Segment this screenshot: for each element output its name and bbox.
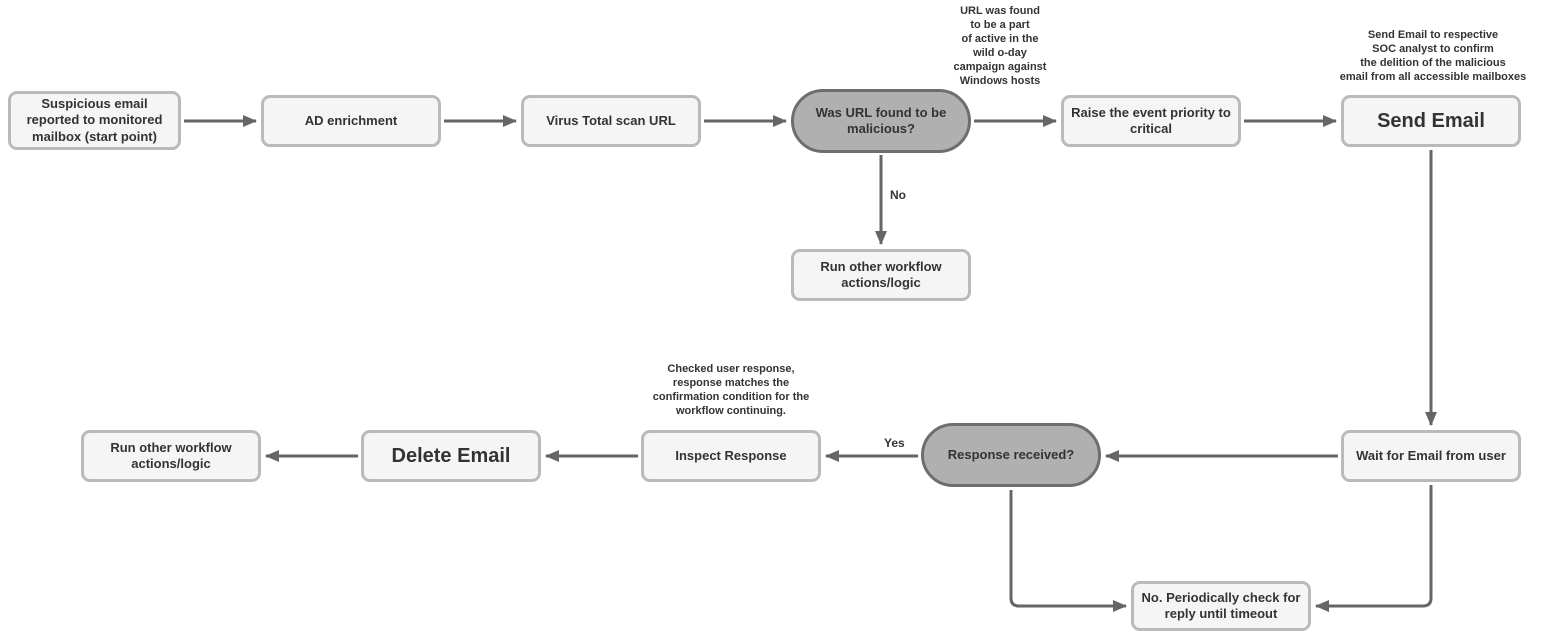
edge-response-decision-no-branch — [1009, 490, 1127, 612]
annotation-send-email-note: Send Email to respective SOC analyst to … — [1339, 29, 1527, 83]
flow-node-periodic-check: No. Periodically check for reply until t… — [1131, 581, 1311, 631]
flow-node-run-other-workflow-top: Run other workflow actions/logic — [791, 249, 971, 301]
annotation-campaign-note: URL was found to be a part of active in … — [953, 5, 1047, 87]
decision-response-received: Response received? — [921, 423, 1101, 487]
flow-node-delete-email: Delete Email — [361, 430, 541, 482]
edge-label-no: No — [888, 188, 908, 202]
flow-node-virus-total-scan: Virus Total scan URL — [521, 95, 701, 147]
flow-node-raise-priority: Raise the event priority to critical — [1061, 95, 1241, 147]
flow-node-ad-enrichment: AD enrichment — [261, 95, 441, 147]
edge-label-yes: Yes — [882, 436, 907, 450]
flow-node-inspect-response: Inspect Response — [641, 430, 821, 482]
flow-node-send-email: Send Email — [1341, 95, 1521, 147]
annotation-inspect-note: Checked user response, response matches … — [652, 363, 810, 417]
flow-node-start: Suspicious email reported to monitored m… — [8, 91, 181, 150]
edge-wait-to-periodic-check — [1315, 485, 1433, 612]
flow-node-run-other-workflow-bottom: Run other workflow actions/logic — [81, 430, 261, 482]
flow-node-wait-for-email: Wait for Email from user — [1341, 430, 1521, 482]
decision-url-malicious: Was URL found to be malicious? — [791, 89, 971, 153]
